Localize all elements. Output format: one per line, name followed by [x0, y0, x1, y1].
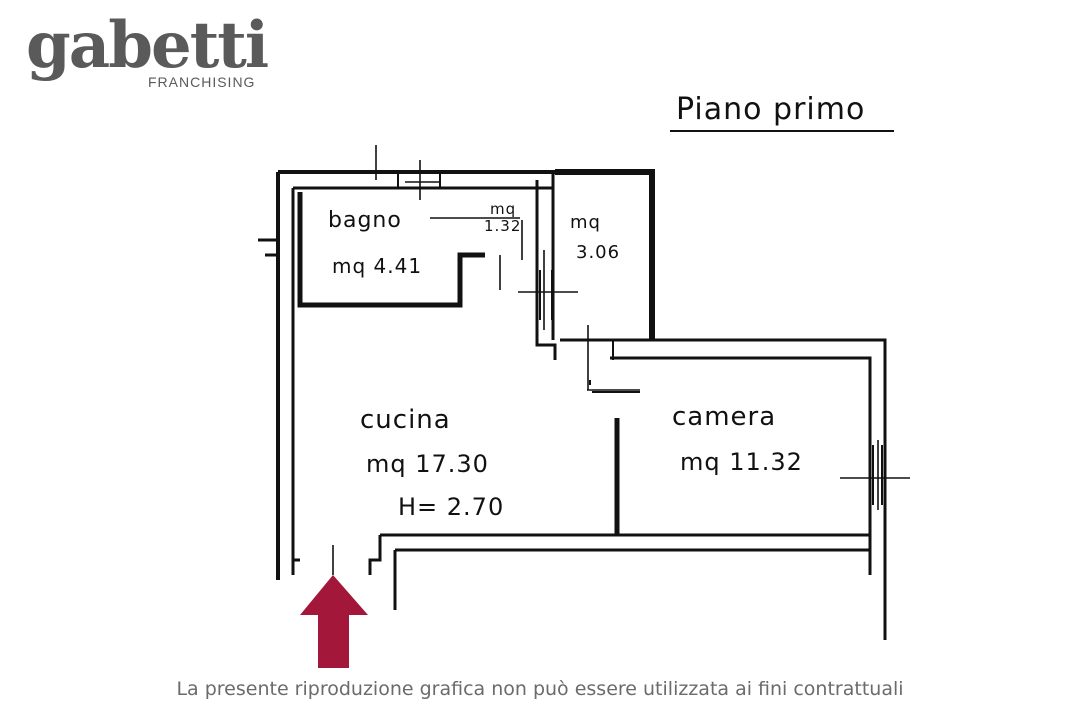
camera-label: camera	[672, 402, 777, 432]
wall-camera-top-inner	[610, 356, 872, 508]
cross-partition	[518, 250, 578, 330]
door-mark-2	[539, 270, 553, 320]
cucina-height: H= 2.70	[398, 493, 505, 521]
bagno-area: mq 4.41	[332, 254, 423, 278]
cross-top	[375, 145, 440, 200]
logo-subtitle: FRANCHISING	[148, 74, 256, 90]
door-mark-4	[589, 380, 640, 393]
title-underline	[670, 130, 894, 132]
gabetti-logo: gabetti	[26, 8, 269, 83]
bagno-label: bagno	[328, 208, 402, 233]
wall-partition	[535, 180, 557, 360]
wall-bottom-left	[368, 535, 382, 575]
door-mark-3	[872, 445, 883, 505]
wall-bagno	[297, 192, 485, 308]
disimpegno-area: 3.06	[576, 242, 621, 263]
disclaimer-text: La presente riproduzione grafica non può…	[176, 678, 904, 700]
cross-camera	[840, 440, 910, 510]
disimpegno-label: mq	[570, 212, 601, 233]
entrance-arrow	[300, 575, 368, 668]
ripostiglio-label: mq	[490, 200, 517, 218]
cucina-label: cucina	[360, 405, 451, 435]
floor-title: Piano primo	[676, 92, 866, 127]
line-bagno-2	[499, 220, 523, 290]
wall-camera-top	[610, 338, 887, 510]
ripostiglio-area: 1.32	[484, 217, 522, 235]
cucina-area: mq 17.30	[366, 450, 489, 478]
camera-area: mq 11.32	[680, 448, 803, 476]
door-mark-1	[397, 172, 441, 188]
wall-disimpegno	[555, 169, 655, 340]
